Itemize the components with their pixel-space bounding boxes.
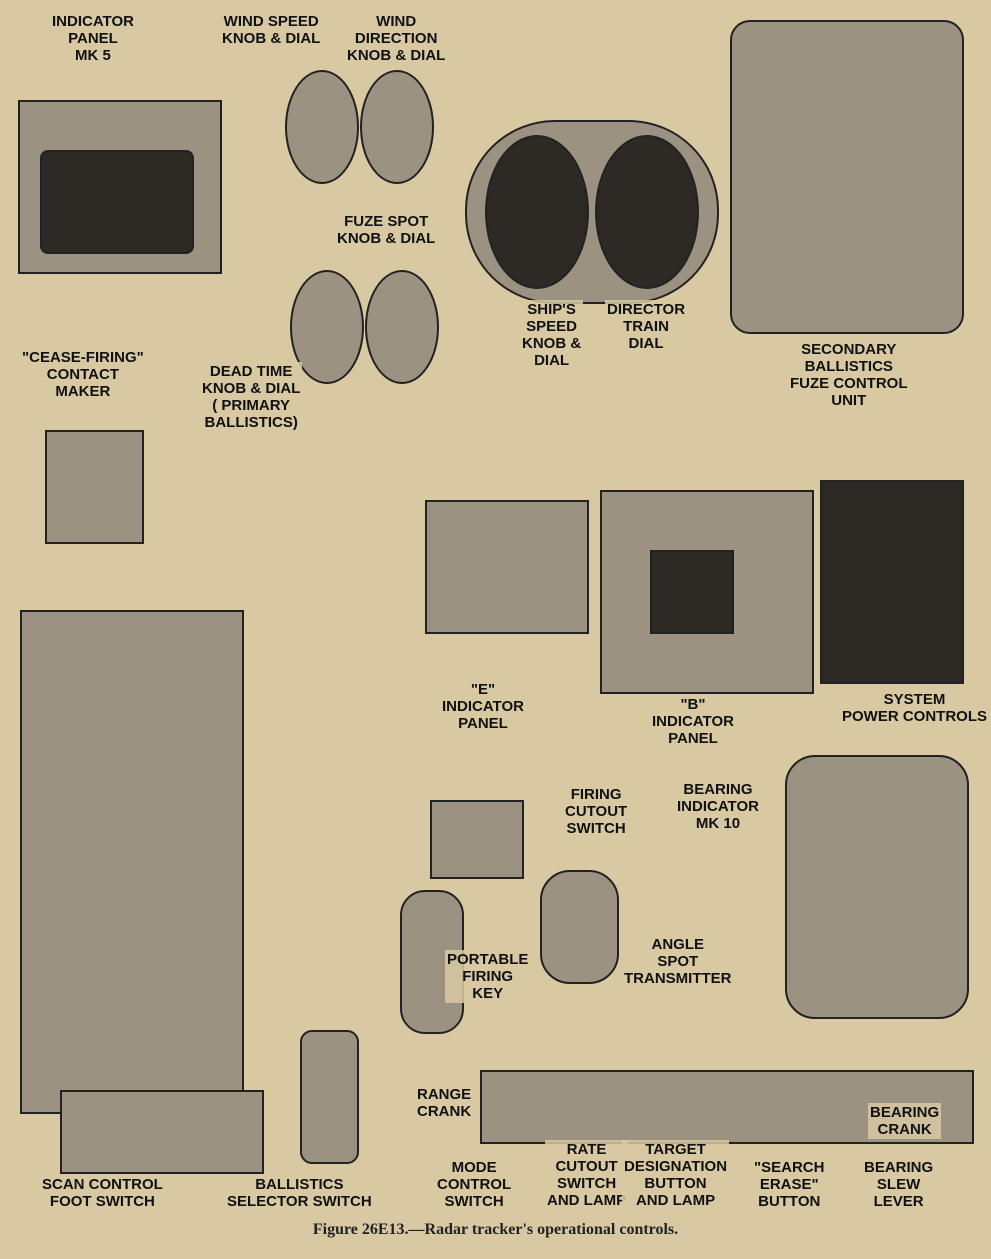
- label-ships-speed: SHIP'S SPEED KNOB & DIAL: [520, 300, 584, 370]
- label-director-train: DIRECTOR TRAIN DIAL: [605, 300, 688, 353]
- fuze-spot-knob-2: [365, 270, 439, 384]
- label-range-crank: RANGE CRANK: [415, 1085, 474, 1121]
- label-wind-direction: WIND DIRECTION KNOB & DIAL: [345, 12, 448, 65]
- label-wind-speed: WIND SPEED KNOB & DIAL: [220, 12, 323, 48]
- fuze-control-unit-drawing: [730, 20, 964, 334]
- label-dead-time: DEAD TIME KNOB & DIAL ( PRIMARY BALLISTI…: [200, 362, 303, 432]
- wind-speed-knob: [285, 70, 359, 184]
- e-indicator-drawing: [425, 500, 589, 634]
- director-train-dial: [595, 135, 699, 289]
- angle-spot-drawing: [540, 870, 619, 984]
- label-indicator-panel: INDICATOR PANEL MK 5: [50, 12, 136, 65]
- foot-switch-drawing: [60, 1090, 264, 1174]
- b-indicator-drawing: [600, 490, 814, 694]
- indicator-panel-face: [40, 150, 194, 254]
- firing-cutout-drawing: [430, 800, 524, 879]
- label-bearing-slew: BEARING SLEW LEVER: [862, 1158, 936, 1211]
- label-search-erase: "SEARCH ERASE" BUTTON: [752, 1158, 827, 1211]
- label-scan-control: SCAN CONTROL FOOT SWITCH: [40, 1175, 165, 1211]
- fuze-spot-knob: [290, 270, 364, 384]
- bearing-indicator-drawing: [785, 755, 969, 1019]
- system-power-drawing: [820, 480, 964, 684]
- wind-direction-knob: [360, 70, 434, 184]
- label-ballistics-selector: BALLISTICS SELECTOR SWITCH: [225, 1175, 374, 1211]
- label-secondary-ballistics: SECONDARY BALLISTICS FUZE CONTROL UNIT: [788, 340, 910, 410]
- label-angle-spot: ANGLE SPOT TRANSMITTER: [622, 935, 734, 988]
- label-bearing-indicator: BEARING INDICATOR MK 10: [675, 780, 761, 833]
- label-e-indicator: "E" INDICATOR PANEL: [440, 680, 526, 733]
- label-target-designation: TARGET DESIGNATION BUTTON AND LAMP: [622, 1140, 730, 1210]
- ballistics-selector-drawing: [300, 1030, 359, 1164]
- label-cease-firing: "CEASE-FIRING" CONTACT MAKER: [20, 348, 146, 401]
- label-b-indicator: "B" INDICATOR PANEL: [650, 695, 736, 748]
- label-fuze-spot: FUZE SPOT KNOB & DIAL: [335, 212, 438, 248]
- figure-caption: Figure 26E13.—Radar tracker's operationa…: [312, 1221, 679, 1238]
- label-mode-control: MODE CONTROL SWITCH: [435, 1158, 514, 1211]
- console-drawing: [20, 610, 244, 1114]
- ships-speed-dial: [485, 135, 589, 289]
- label-portable-firing-key: PORTABLE FIRING KEY: [445, 950, 531, 1003]
- cease-firing-drawing: [45, 430, 144, 544]
- label-rate-cutout: RATE CUTOUT SWITCH AND LAMP: [545, 1140, 629, 1210]
- label-firing-cutout: FIRING CUTOUT SWITCH: [563, 785, 630, 838]
- b-indicator-face: [650, 550, 734, 634]
- label-bearing-crank: BEARING CRANK: [868, 1103, 942, 1139]
- label-system-power: SYSTEM POWER CONTROLS: [840, 690, 989, 726]
